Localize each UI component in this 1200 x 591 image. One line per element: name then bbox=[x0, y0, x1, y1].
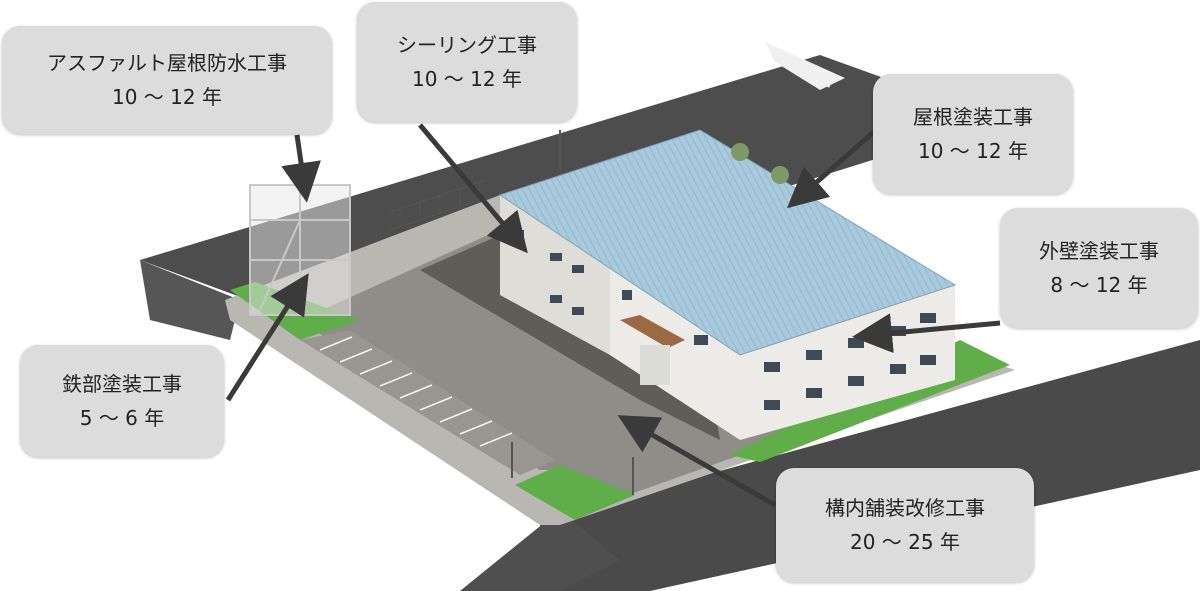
callout-years: 10 〜 12 年 bbox=[918, 139, 1028, 163]
road-left bbox=[140, 260, 240, 340]
road-lane-line bbox=[779, 60, 831, 88]
arrow-sealing bbox=[418, 123, 528, 254]
arrow-pavement bbox=[617, 415, 777, 508]
parking-stripes-area bbox=[300, 330, 555, 475]
callout-asphalt-roof: アスファルト屋根防水工事 10 〜 12 年 bbox=[2, 26, 332, 134]
callout-years: 10 〜 12 年 bbox=[412, 67, 522, 91]
callout-sealing: シーリング工事 10 〜 12 年 bbox=[357, 2, 577, 122]
stair-tower bbox=[249, 184, 351, 316]
road-bottom-edge bbox=[460, 510, 620, 591]
entrance-door bbox=[640, 345, 670, 385]
tree bbox=[771, 166, 789, 184]
callout-title: アスファルト屋根防水工事 bbox=[47, 51, 287, 75]
callout-title: 構内舗装改修工事 bbox=[825, 496, 985, 520]
callout-roof-paint: 屋根塗装工事 10 〜 12 年 bbox=[873, 74, 1073, 194]
building-shadow bbox=[420, 235, 720, 440]
tree bbox=[731, 143, 749, 161]
arrow-wall-paint bbox=[852, 313, 1001, 354]
callout-title: 屋根塗装工事 bbox=[913, 105, 1033, 129]
entrance-canopy bbox=[620, 315, 685, 348]
callout-pavement: 構内舗装改修工事 20 〜 25 年 bbox=[776, 468, 1034, 582]
callout-years: 20 〜 25 年 bbox=[850, 530, 960, 554]
callout-title: 外壁塗装工事 bbox=[1039, 239, 1159, 263]
road-arrow-marking bbox=[765, 42, 845, 90]
callout-title: 鉄部塗装工事 bbox=[62, 372, 182, 396]
callout-years: 10 〜 12 年 bbox=[112, 85, 222, 109]
road-front bbox=[540, 340, 1200, 591]
building-roof bbox=[498, 129, 957, 356]
parking-stripes bbox=[319, 336, 513, 447]
callout-steel-paint: 鉄部塗装工事 5 〜 6 年 bbox=[20, 345, 224, 457]
arrow-steel-paint bbox=[225, 273, 309, 402]
callout-years: 5 〜 6 年 bbox=[79, 406, 165, 430]
callout-years: 8 〜 12 年 bbox=[1050, 273, 1148, 297]
arrow-asphalt-roof bbox=[281, 134, 321, 203]
callout-wall-paint: 外壁塗装工事 8 〜 12 年 bbox=[1000, 208, 1198, 328]
grass-bottom bbox=[515, 465, 635, 520]
callout-title: シーリング工事 bbox=[397, 33, 537, 57]
arrow-roof-paint bbox=[786, 128, 878, 209]
